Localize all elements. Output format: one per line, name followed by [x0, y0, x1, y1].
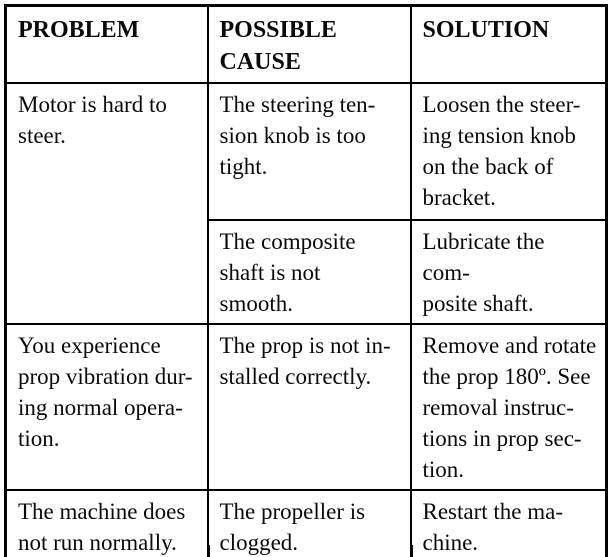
table-header-row: PROBLEM POSSIBLE CAUSE SOLUTION: [4, 4, 608, 84]
cropped-column-divider-stub: [411, 545, 413, 557]
problem-cell-motor-hard-to-steer: Motor is hard to steer.: [4, 82, 209, 325]
table-row: The machine does not run normally. The p…: [4, 489, 608, 557]
cause-cell-steering-tension-knob: The steering ten- sion knob is too tight…: [206, 82, 412, 221]
cause-cell-composite-shaft: The composite shaft is not smooth.: [206, 219, 412, 325]
cause-cell-prop-not-installed: The prop is not in- stalled correctly.: [206, 323, 412, 491]
table-row: You experience prop vibration dur- ing n…: [4, 323, 608, 491]
solution-cell-restart-machine: Restart the ma- chine.: [409, 489, 608, 557]
cropped-column-divider-stub: [208, 545, 210, 557]
table-row: The composite shaft is not smooth. Lubri…: [6, 219, 608, 325]
cause-cell-propeller-clogged: The propeller is clogged.: [206, 489, 412, 557]
solution-cell-lubricate-shaft: Lubricate the com- posite shaft.: [409, 219, 608, 325]
troubleshooting-table: PROBLEM POSSIBLE CAUSE SOLUTION Motor is…: [4, 4, 608, 557]
solution-cell-rotate-prop: Remove and rotate the prop 180º. See rem…: [409, 323, 608, 491]
header-possible-cause: POSSIBLE CAUSE: [206, 4, 412, 84]
header-solution: SOLUTION: [409, 4, 608, 84]
table-row: Motor is hard to steer. The steering ten…: [4, 82, 608, 325]
problem-cell-prop-vibration: You experience prop vibration dur- ing n…: [4, 323, 209, 491]
problem-cell-machine-not-running: The machine does not run normally.: [4, 489, 209, 557]
header-problem: PROBLEM: [4, 4, 209, 84]
solution-cell-loosen-tension-knob: Loosen the steer- ing tension knob on th…: [409, 82, 608, 221]
